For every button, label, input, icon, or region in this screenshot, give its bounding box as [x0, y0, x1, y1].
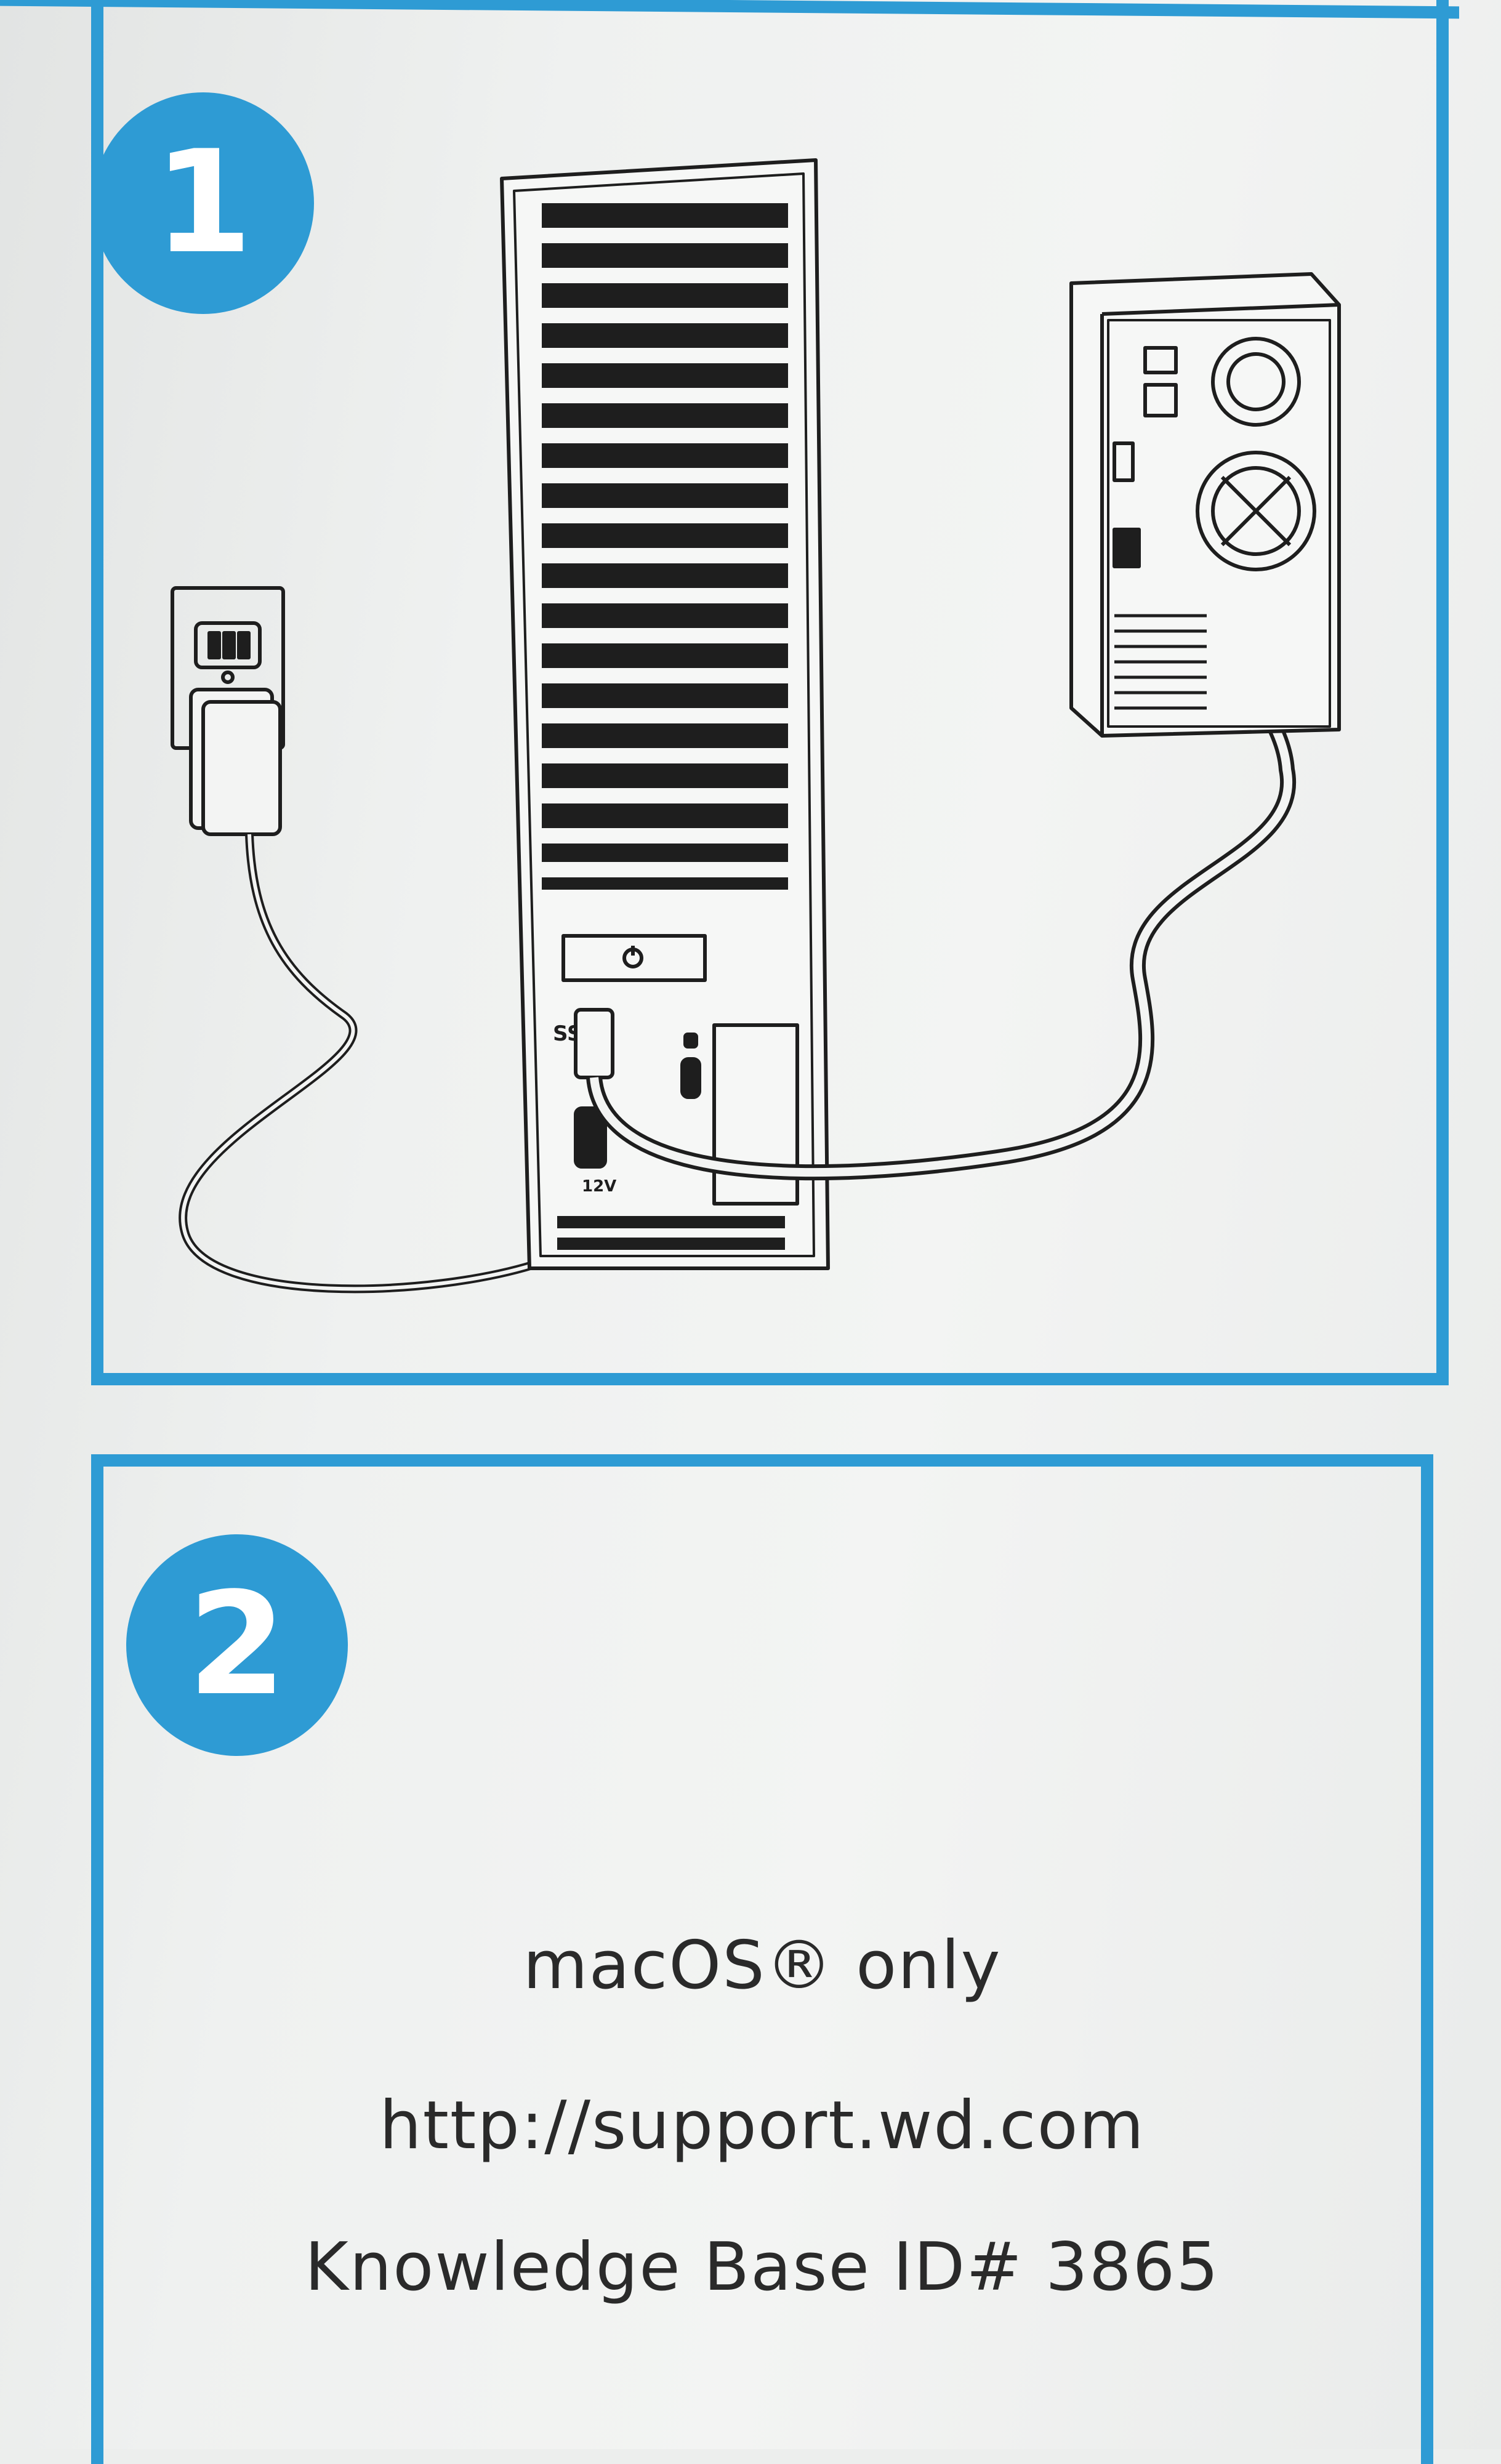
step-2-panel	[91, 1454, 1433, 2464]
step-1-badge: 1	[92, 92, 314, 314]
connection-illustration: SS 12V	[171, 158, 1341, 1294]
wall-outlet-icon	[171, 586, 285, 750]
step-2-support-url[interactable]: http://support.wd.com	[379, 2087, 1145, 2164]
external-drive-icon: SS 12V	[500, 158, 830, 1270]
step-1-panel	[91, 0, 1449, 1385]
step-2-knowledge-base-id: Knowledge Base ID# 3865	[304, 2229, 1220, 2306]
desktop-computer-icon	[1069, 272, 1341, 738]
step-2-badge: 2	[126, 1534, 348, 1756]
step-2-macos-note: macOS® only	[523, 1927, 1002, 2004]
power-adapter-icon	[189, 688, 282, 836]
svg-text:12V: 12V	[582, 1177, 616, 1196]
